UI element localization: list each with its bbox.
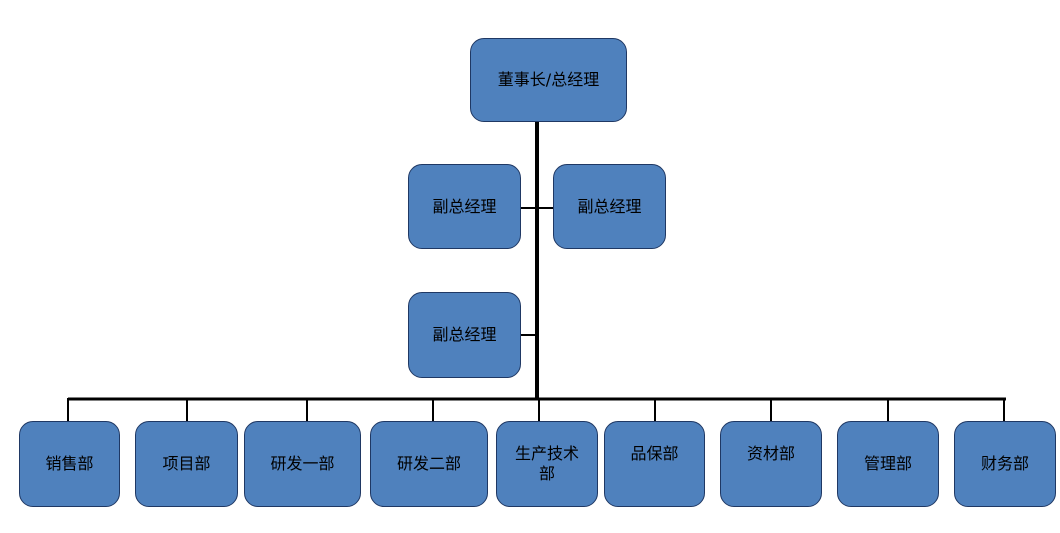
department-administration: 管理部 (837, 421, 939, 507)
department-projects: 项目部 (135, 421, 238, 507)
department-finance: 财务部 (954, 421, 1056, 507)
department-sales: 销售部 (19, 421, 120, 507)
vice-general-manager-bottom: 副总经理 (408, 292, 521, 378)
root-node-chairman-general-manager: 董事长/总经理 (470, 38, 627, 122)
department-quality-assurance: 品保部 (604, 421, 705, 507)
department-rd-one: 研发一部 (244, 421, 361, 507)
department-rd-two: 研发二部 (370, 421, 488, 507)
vice-general-manager-right: 副总经理 (553, 164, 666, 249)
department-production-technology: 生产技术 部 (496, 421, 598, 507)
vice-general-manager-left: 副总经理 (408, 164, 521, 249)
department-materials: 资材部 (720, 421, 822, 507)
